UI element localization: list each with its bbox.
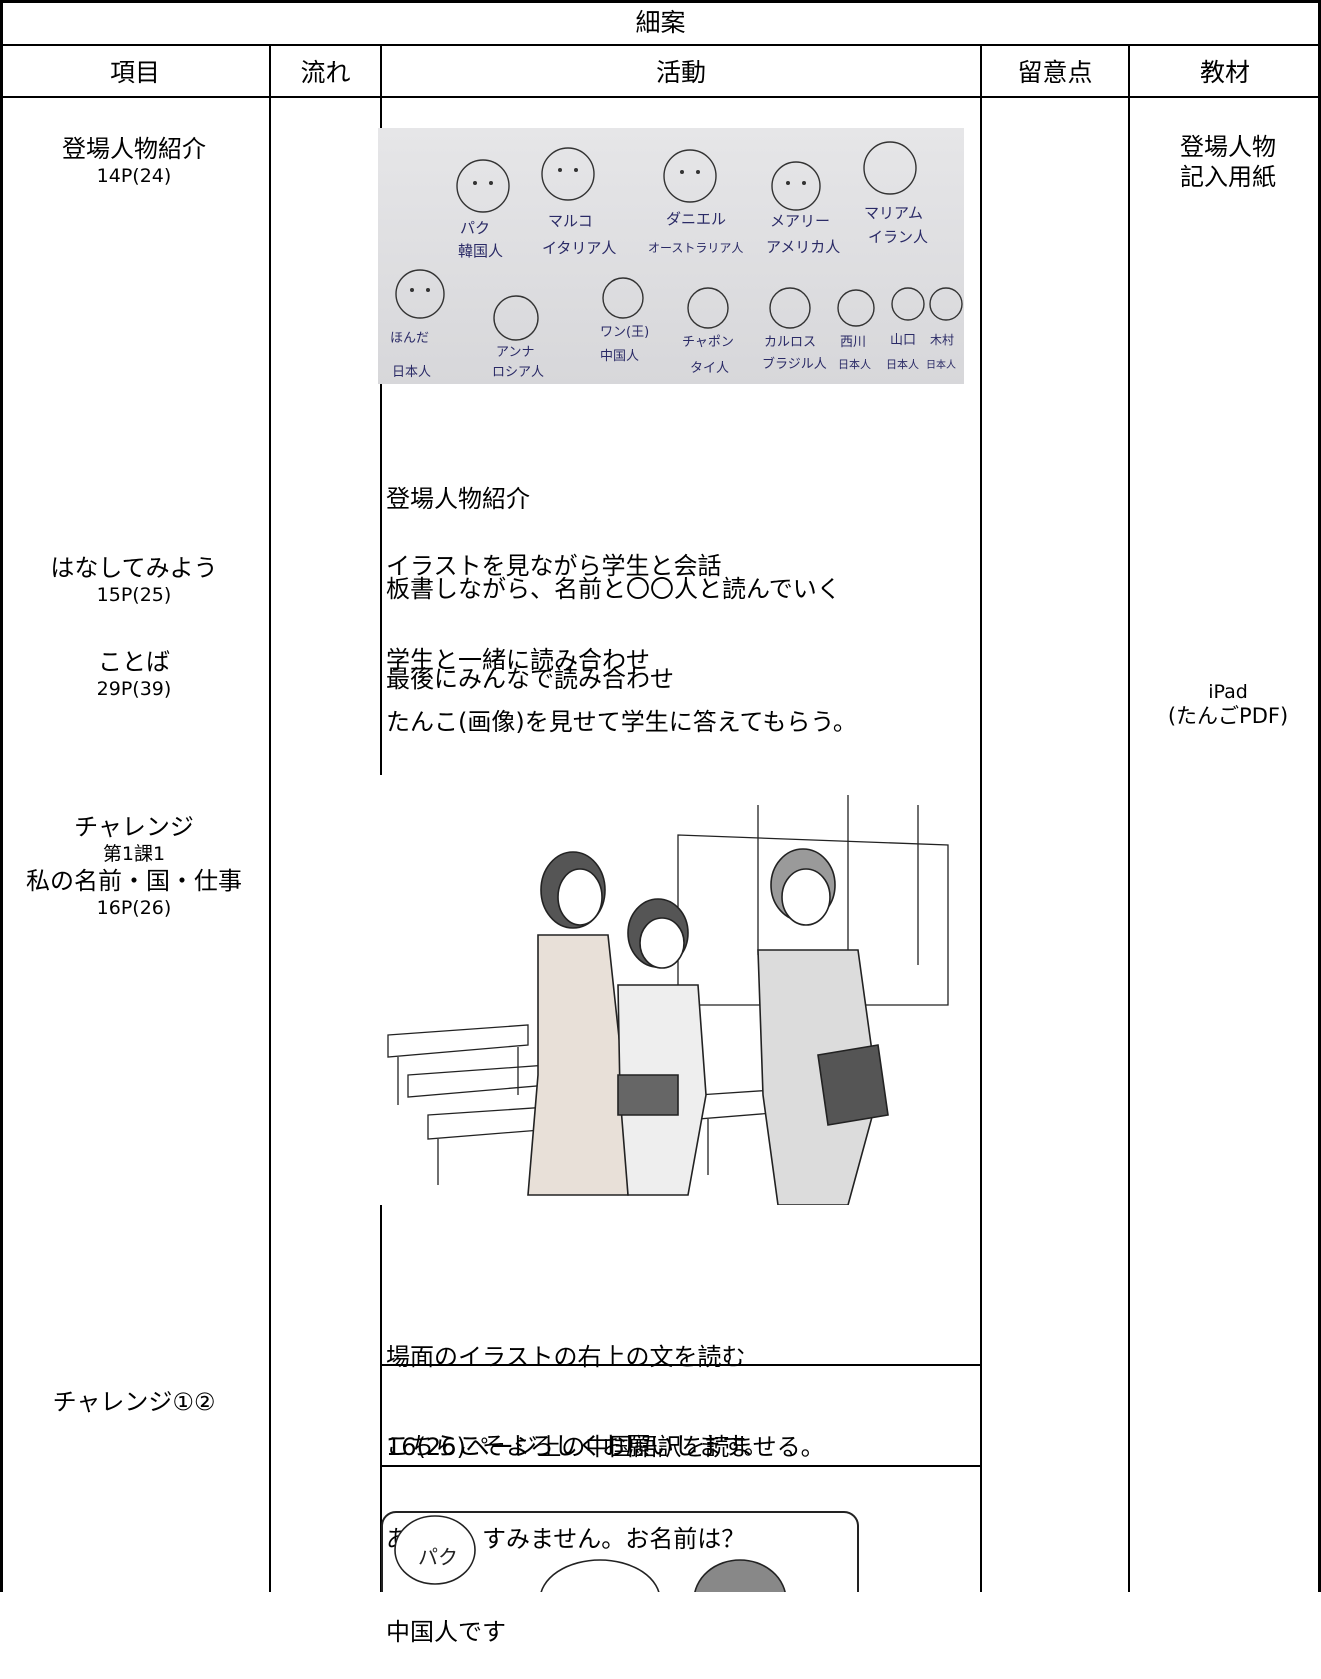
wb-country: イタリア人 — [542, 239, 616, 257]
wb-name: パク — [460, 219, 490, 237]
border-left — [0, 0, 3, 1592]
activity-words-2: たんこ(画像)を見せて学生に答えてもらう。 — [386, 708, 857, 736]
item-page: 16P(26) — [96, 897, 172, 919]
wb-country: 日本人 — [886, 357, 919, 371]
activity-talk: イラストを見ながら学生と会話 — [386, 552, 722, 580]
material-line: iPad — [1208, 681, 1248, 703]
wb-name: メアリー — [770, 212, 830, 230]
material-line: 記入用紙 — [1180, 163, 1276, 191]
classroom-drawing — [387, 795, 949, 1205]
item-page: 15P(25) — [96, 584, 172, 606]
item-page: 29P(39) — [96, 678, 172, 700]
activity-intro: 登場人物紹介 板書しながら、名前と〇〇人と読んでいく 最後にみんなで読み合わせ — [386, 424, 841, 724]
wb-name: 木村 — [930, 333, 954, 347]
activity-words-1: 学生と一緒に読み合わせ — [386, 646, 650, 674]
whiteboard-labels: パク 韓国人 マルコ イタリア人 ダニエル オーストラリア人 メアリー アメリカ… — [390, 204, 956, 380]
activity-line: 最後にみんなで読み合わせ — [386, 665, 674, 693]
header-divider — [0, 96, 1321, 98]
header-materials: 教材 — [1199, 58, 1250, 87]
wb-name: 西川 — [840, 335, 866, 350]
activity-row-divider-1 — [380, 1364, 982, 1366]
wb-name: ダニエル — [666, 210, 726, 228]
wb-country: タイ人 — [690, 361, 729, 376]
header-notes: 留意点 — [1017, 58, 1093, 87]
wb-country: オーストラリア人 — [648, 241, 743, 255]
wb-name: ワン(王) — [600, 325, 649, 340]
item-character-intro: 登場人物紹介 14P(24) — [0, 134, 268, 188]
whiteboard-drawing: パク 韓国人 マルコ イタリア人 ダニエル オーストラリア人 メアリー アメリカ… — [390, 141, 963, 380]
border-top — [0, 0, 1321, 3]
wb-country: 日本人 — [926, 358, 956, 371]
item-challenge-12: チャレンジ①② — [0, 1387, 268, 1417]
wb-country: イラン人 — [868, 228, 928, 246]
wb-country: ロシア人 — [492, 365, 544, 380]
border-right — [1318, 0, 1321, 1592]
phrase-line: 中国人です — [386, 1618, 506, 1646]
wb-name: マリアム — [864, 204, 923, 222]
header-activity: 活動 — [655, 58, 706, 87]
header-item: 項目 — [109, 58, 160, 87]
item-kotoba: ことば 29P(39) — [0, 647, 268, 701]
wb-name: ほんだ — [390, 331, 429, 346]
material-line: 登場人物 — [1180, 133, 1276, 161]
wb-name: アンナ — [496, 345, 534, 360]
item-challenge: チャレンジ 第1課1 私の名前・国・仕事 16P(26) — [0, 812, 268, 920]
whiteboard-photo: パク 韓国人 マルコ イタリア人 ダニエル オーストラリア人 メアリー アメリカ… — [378, 128, 964, 384]
speech-bubble-illustration: パク — [380, 1510, 862, 1592]
wb-country: ブラジル人 — [762, 356, 827, 372]
item-title: はなしてみよう — [50, 554, 218, 582]
item-title: チャレンジ — [74, 813, 194, 841]
wb-country: アメリカ人 — [766, 238, 840, 256]
material-line: (たんごPDF) — [1167, 704, 1289, 728]
col-divider-4 — [1128, 44, 1130, 1592]
wb-country: 日本人 — [838, 357, 871, 371]
col-divider-1 — [269, 44, 271, 1592]
header-flow: 流れ — [300, 58, 351, 87]
wb-country: 日本人 — [392, 365, 431, 380]
sheet-title: 細案 — [635, 8, 686, 37]
wb-name: マルコ — [548, 212, 593, 230]
speech-name-label: パク — [418, 1545, 458, 1569]
activity-line: 場面のイラストの右上の文を読む — [386, 1343, 746, 1371]
material-character-sheet: 登場人物 記入用紙 — [1135, 132, 1321, 192]
activity-line: 板書しながら、名前と〇〇人と読んでいく — [386, 575, 841, 603]
phrase-line: こちらこそよろしくお願いします。 — [386, 1432, 768, 1460]
classroom-illustration — [378, 775, 963, 1205]
item-topic: 私の名前・国・仕事 — [26, 867, 242, 895]
item-title: チャレンジ①② — [52, 1388, 216, 1416]
material-ipad: iPad (たんごPDF) — [1135, 680, 1321, 728]
item-page: 14P(24) — [96, 165, 172, 187]
title-divider — [0, 44, 1321, 46]
activity-row-divider-2 — [380, 1465, 982, 1467]
wb-country: 韓国人 — [458, 242, 503, 260]
wb-name: 山口 — [890, 333, 916, 348]
item-title: 登場人物紹介 — [62, 135, 206, 163]
activity-line: 16(26)ページ上の中国語訳を読ませる。 — [386, 1433, 825, 1461]
activity-challenge: 場面のイラストの右上の文を読む 16(26)ページ上の中国語訳を読ませる。 — [386, 1282, 825, 1492]
wb-name: カルロス — [764, 335, 816, 350]
wb-country: 中国人 — [600, 349, 639, 364]
item-title: ことば — [98, 648, 170, 676]
activity-line: 登場人物紹介 — [386, 485, 530, 513]
wb-name: チャポン — [682, 335, 734, 350]
col-divider-3 — [980, 44, 982, 1592]
item-lesson: 第1課1 — [102, 843, 166, 865]
item-hanashite: はなしてみよう 15P(25) — [0, 553, 268, 607]
speech-bubble-drawing: パク — [381, 1511, 859, 1592]
